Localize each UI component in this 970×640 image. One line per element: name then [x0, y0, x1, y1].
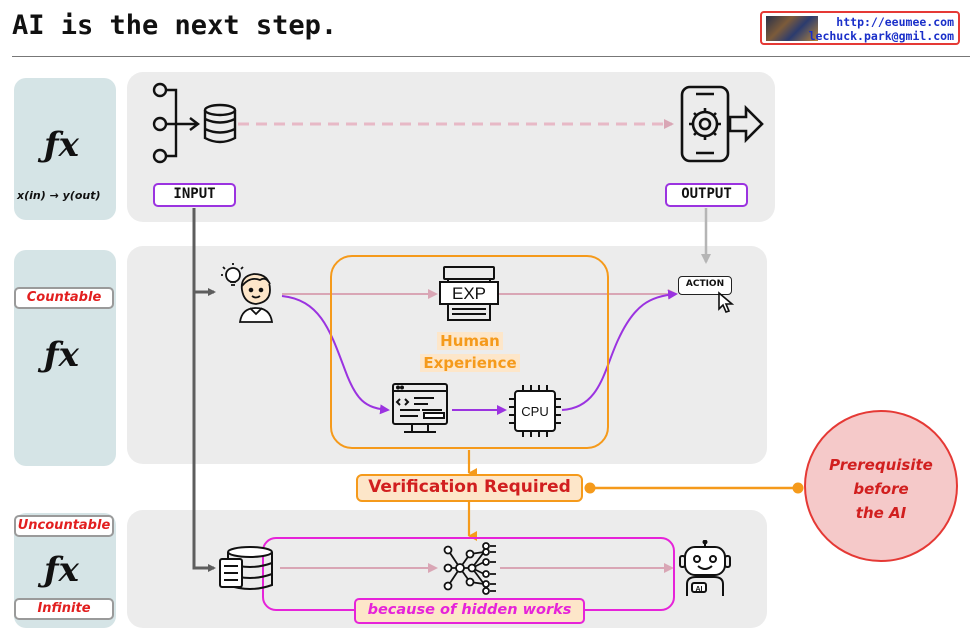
page-title: AI is the next step.: [12, 10, 338, 41]
function-card-countable: [14, 250, 116, 466]
prerequisite-circle: Prerequisite before the AI: [804, 410, 958, 562]
ai-robot-icon: AI: [679, 540, 731, 596]
contact-url[interactable]: http://eeumee.com: [836, 15, 954, 29]
prerequisite-line2: before: [853, 480, 909, 498]
input-tag: INPUT: [153, 183, 236, 207]
fx-symbol: ƒx: [44, 335, 79, 375]
cpu-label: CPU: [521, 404, 548, 419]
experience-document-icon: EXP: [439, 266, 499, 321]
cpu-chip-icon: CPU: [509, 385, 561, 437]
countable-tag: Countable: [14, 287, 114, 309]
exp-label: EXP: [452, 284, 486, 303]
input-nodes-database-icon: [152, 82, 237, 164]
output-device-gear-icon: [680, 85, 764, 163]
author-thumbnail: [766, 16, 818, 41]
header-divider: [12, 56, 970, 57]
io-caption: x(in) → y(out): [17, 189, 101, 202]
cursor-pointer-icon: [718, 291, 735, 313]
contact-email[interactable]: lechuck.park@gmil.com: [808, 29, 954, 43]
hidden-works-tag: because of hidden works: [354, 598, 585, 624]
contact-badge[interactable]: http://eeumee.com lechuck.park@gmil.com: [760, 11, 960, 45]
infinite-tag: Infinite: [14, 598, 114, 620]
fx-symbol: ƒx: [44, 550, 79, 590]
robot-ai-badge: AI: [696, 586, 703, 593]
function-card-io: [14, 78, 116, 220]
fx-symbol: ƒx: [44, 125, 79, 165]
human-idea-icon: [221, 263, 274, 323]
action-tag: ACTION: [678, 276, 732, 295]
human-experience-label-line2: Experience: [410, 354, 530, 372]
human-experience-box: [330, 255, 609, 449]
prerequisite-line1: Prerequisite: [829, 456, 933, 474]
input-trunk-arrow: [192, 208, 216, 572]
neural-network-icon: [443, 542, 496, 595]
code-monitor-icon: [392, 383, 448, 433]
uncountable-tag: Uncountable: [14, 515, 114, 537]
output-tag: OUTPUT: [665, 183, 748, 207]
verification-required-badge: Verification Required: [356, 474, 583, 502]
server-database-icon: [219, 546, 273, 590]
human-experience-label-line1: Human: [410, 332, 530, 350]
prerequisite-line3: the AI: [855, 504, 907, 522]
